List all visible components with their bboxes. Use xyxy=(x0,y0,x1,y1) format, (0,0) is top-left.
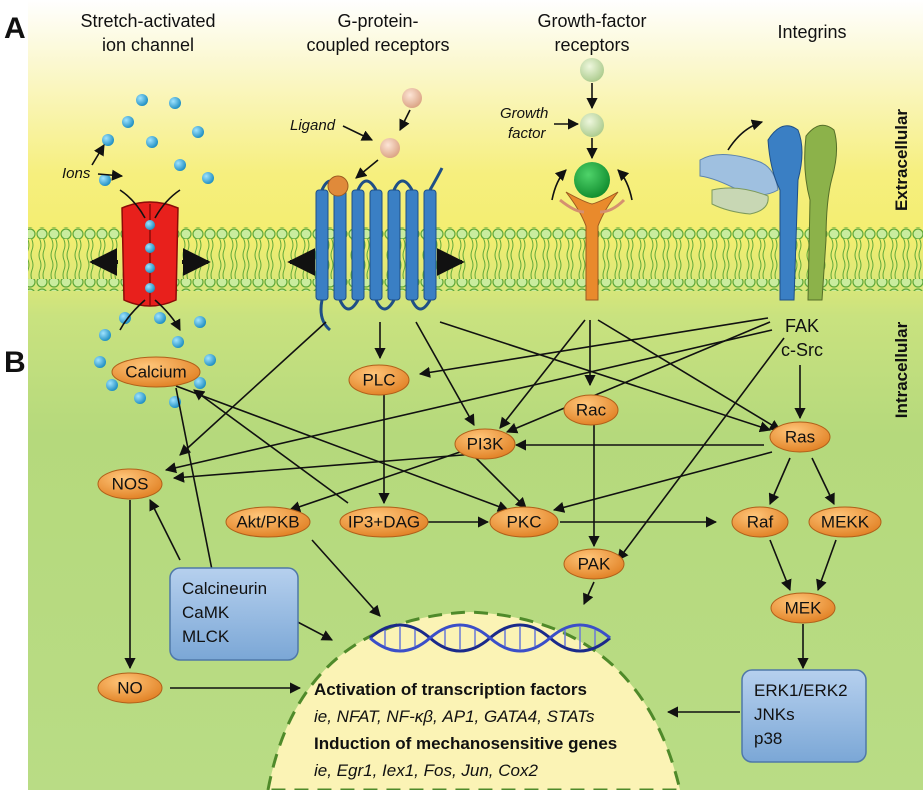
dna-helix-icon xyxy=(369,623,611,653)
svg-text:p38: p38 xyxy=(754,729,782,748)
node-pak: PAK xyxy=(563,548,625,580)
growth-factor-receptor xyxy=(551,58,633,301)
nucleus-line-2: ie, NFAT, NF-κβ, AP1, GATA4, STATs xyxy=(314,707,595,726)
svg-text:MEKK: MEKK xyxy=(821,512,870,531)
g-protein-coupled-receptors xyxy=(287,167,465,332)
ligand-arrow-3 xyxy=(355,159,379,179)
svg-text:NO: NO xyxy=(117,678,143,697)
pathway-arrows xyxy=(124,317,837,718)
node-ip3-dag: IP3+DAG xyxy=(339,506,429,538)
svg-text:PAK: PAK xyxy=(578,554,611,573)
svg-text:PKC: PKC xyxy=(507,512,542,531)
extracellular-label: Extracellular xyxy=(892,109,911,211)
svg-text:PLC: PLC xyxy=(362,370,395,389)
growth-factor-label-line1: Growth xyxy=(500,105,548,122)
node-no: NO xyxy=(97,672,163,704)
header-ion-channel-line1: Stretch-activated xyxy=(80,11,215,31)
node-rac: Rac xyxy=(563,394,619,426)
ions-arrow-2 xyxy=(97,169,124,181)
node-mekk: MEKK xyxy=(808,506,882,538)
nucleus-line-4: ie, Egr1, Iex1, Fos, Jun, Cox2 xyxy=(314,761,538,780)
svg-text:NOS: NOS xyxy=(112,474,149,493)
svg-text:Calcineurin: Calcineurin xyxy=(182,579,267,598)
svg-text:IP3+DAG: IP3+DAG xyxy=(348,512,420,531)
header-integrins: Integrins xyxy=(777,22,846,42)
node-akt-pkb: Akt/PKB xyxy=(225,506,311,538)
ligand-arrow-2 xyxy=(342,125,374,141)
svg-text:PI3K: PI3K xyxy=(467,434,505,453)
svg-text:Raf: Raf xyxy=(747,512,774,531)
box-calcineurin-camk-mlck: Calcineurin CaMK MLCK xyxy=(169,567,299,661)
ligand-arrow-1 xyxy=(399,109,411,132)
node-calcium: Calcium xyxy=(111,356,201,388)
ions-label: Ions xyxy=(62,165,91,182)
svg-text:ERK1/ERK2: ERK1/ERK2 xyxy=(754,681,848,700)
node-nos: NOS xyxy=(97,468,163,500)
c-src-label: c-Src xyxy=(781,340,823,360)
node-pkc: PKC xyxy=(489,506,559,538)
nucleus-line-1: Activation of transcription factors xyxy=(314,680,587,699)
nucleus: Activation of transcription factors ie, … xyxy=(266,610,682,790)
node-ras: Ras xyxy=(769,421,831,453)
integrins xyxy=(699,119,838,301)
node-raf: Raf xyxy=(731,506,789,538)
svg-text:JNKs: JNKs xyxy=(754,705,795,724)
svg-text:MLCK: MLCK xyxy=(182,627,230,646)
box-erk-jnks-p38: ERK1/ERK2 JNKs p38 xyxy=(741,669,867,763)
growth-factor-label-line2: factor xyxy=(508,125,547,142)
node-mek: MEK xyxy=(770,592,836,624)
ligands xyxy=(380,88,422,158)
svg-text:Ras: Ras xyxy=(785,427,815,446)
svg-text:CaMK: CaMK xyxy=(182,603,230,622)
nucleus-line-3: Induction of mechanosensitive genes xyxy=(314,734,617,753)
intracellular-label: Intracellular xyxy=(892,321,911,418)
panel-label-a: A xyxy=(4,12,26,45)
stretch-activated-ion-channel xyxy=(89,189,211,330)
header-growth-factor-line1: Growth-factor xyxy=(537,11,646,31)
header-gpcr-line2: coupled receptors xyxy=(306,35,449,55)
header-gpcr-line1: G-protein- xyxy=(337,11,418,31)
svg-text:Rac: Rac xyxy=(576,400,607,419)
fak-label: FAK xyxy=(785,316,819,336)
svg-text:MEK: MEK xyxy=(785,598,823,617)
svg-text:Calcium: Calcium xyxy=(125,362,186,381)
panel-label-b: B xyxy=(4,346,26,379)
header-growth-factor-line2: receptors xyxy=(554,35,629,55)
node-pi3k: PI3K xyxy=(454,428,516,460)
ions-arrow-1 xyxy=(91,144,105,166)
node-plc: PLC xyxy=(348,364,410,396)
header-ion-channel-line2: ion channel xyxy=(102,35,194,55)
svg-text:Akt/PKB: Akt/PKB xyxy=(236,512,299,531)
ligand-label: Ligand xyxy=(290,117,336,134)
ions xyxy=(94,94,216,408)
